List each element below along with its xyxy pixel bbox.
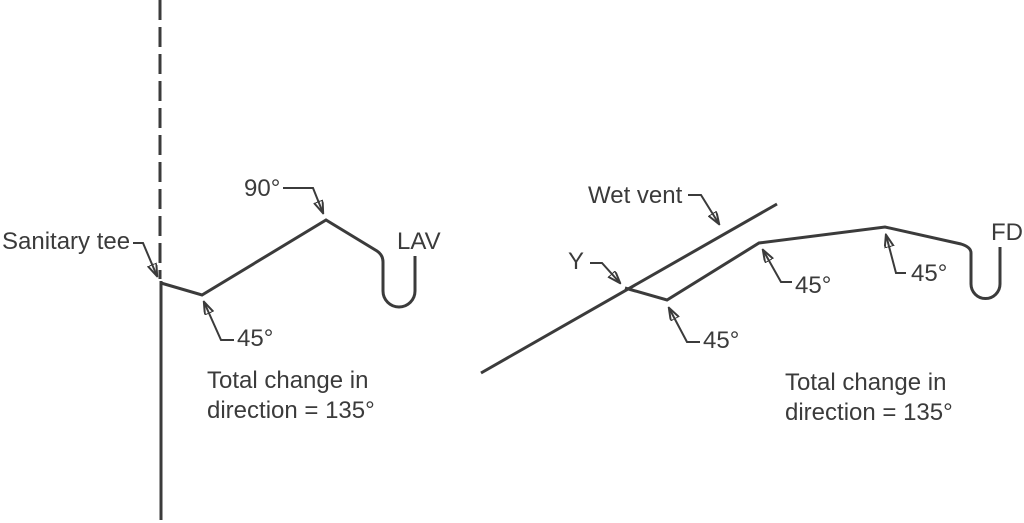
wye-leader-arrow (590, 262, 620, 283)
angle-45-first-label: 45° (703, 327, 740, 354)
fd-fixture-label: FD (991, 219, 1023, 246)
angle-45-second-leader-arrow (763, 250, 792, 283)
angle-45-left-label: 45° (237, 325, 274, 352)
angle-45-third-label: 45° (911, 260, 948, 287)
right-total-change-line1: Total change in (785, 369, 947, 396)
left-total-change-line1: Total change in (207, 367, 369, 394)
sanitary-tee-leader-arrow (133, 242, 157, 276)
right-total-change-note: Total change in direction = 135° (785, 368, 953, 428)
angle-45-second-label: 45° (795, 272, 832, 299)
left-total-change-note: Total change in direction = 135° (207, 366, 375, 426)
angle-90-leader-arrow (283, 187, 323, 213)
angle-45-left-leader-arrow (204, 302, 234, 341)
sanitary-tee-label: Sanitary tee (2, 228, 131, 255)
angle-45-third-leader-arrow (886, 235, 906, 274)
lav-drain-pipe-with-trap (160, 218, 417, 309)
wet-vent-label: Wet vent (588, 182, 683, 209)
wet-vent-leader-arrow (688, 194, 719, 224)
left-total-change-line2: direction = 135° (207, 397, 375, 424)
wye-fitting-label: Y (568, 248, 585, 275)
angle-45-first-leader-arrow (669, 308, 700, 343)
angle-90-label: 90° (244, 175, 281, 202)
right-total-change-line2: direction = 135° (785, 399, 953, 426)
fd-drain-pipe-with-trap (624, 225, 1002, 302)
lav-fixture-label: LAV (397, 228, 441, 255)
